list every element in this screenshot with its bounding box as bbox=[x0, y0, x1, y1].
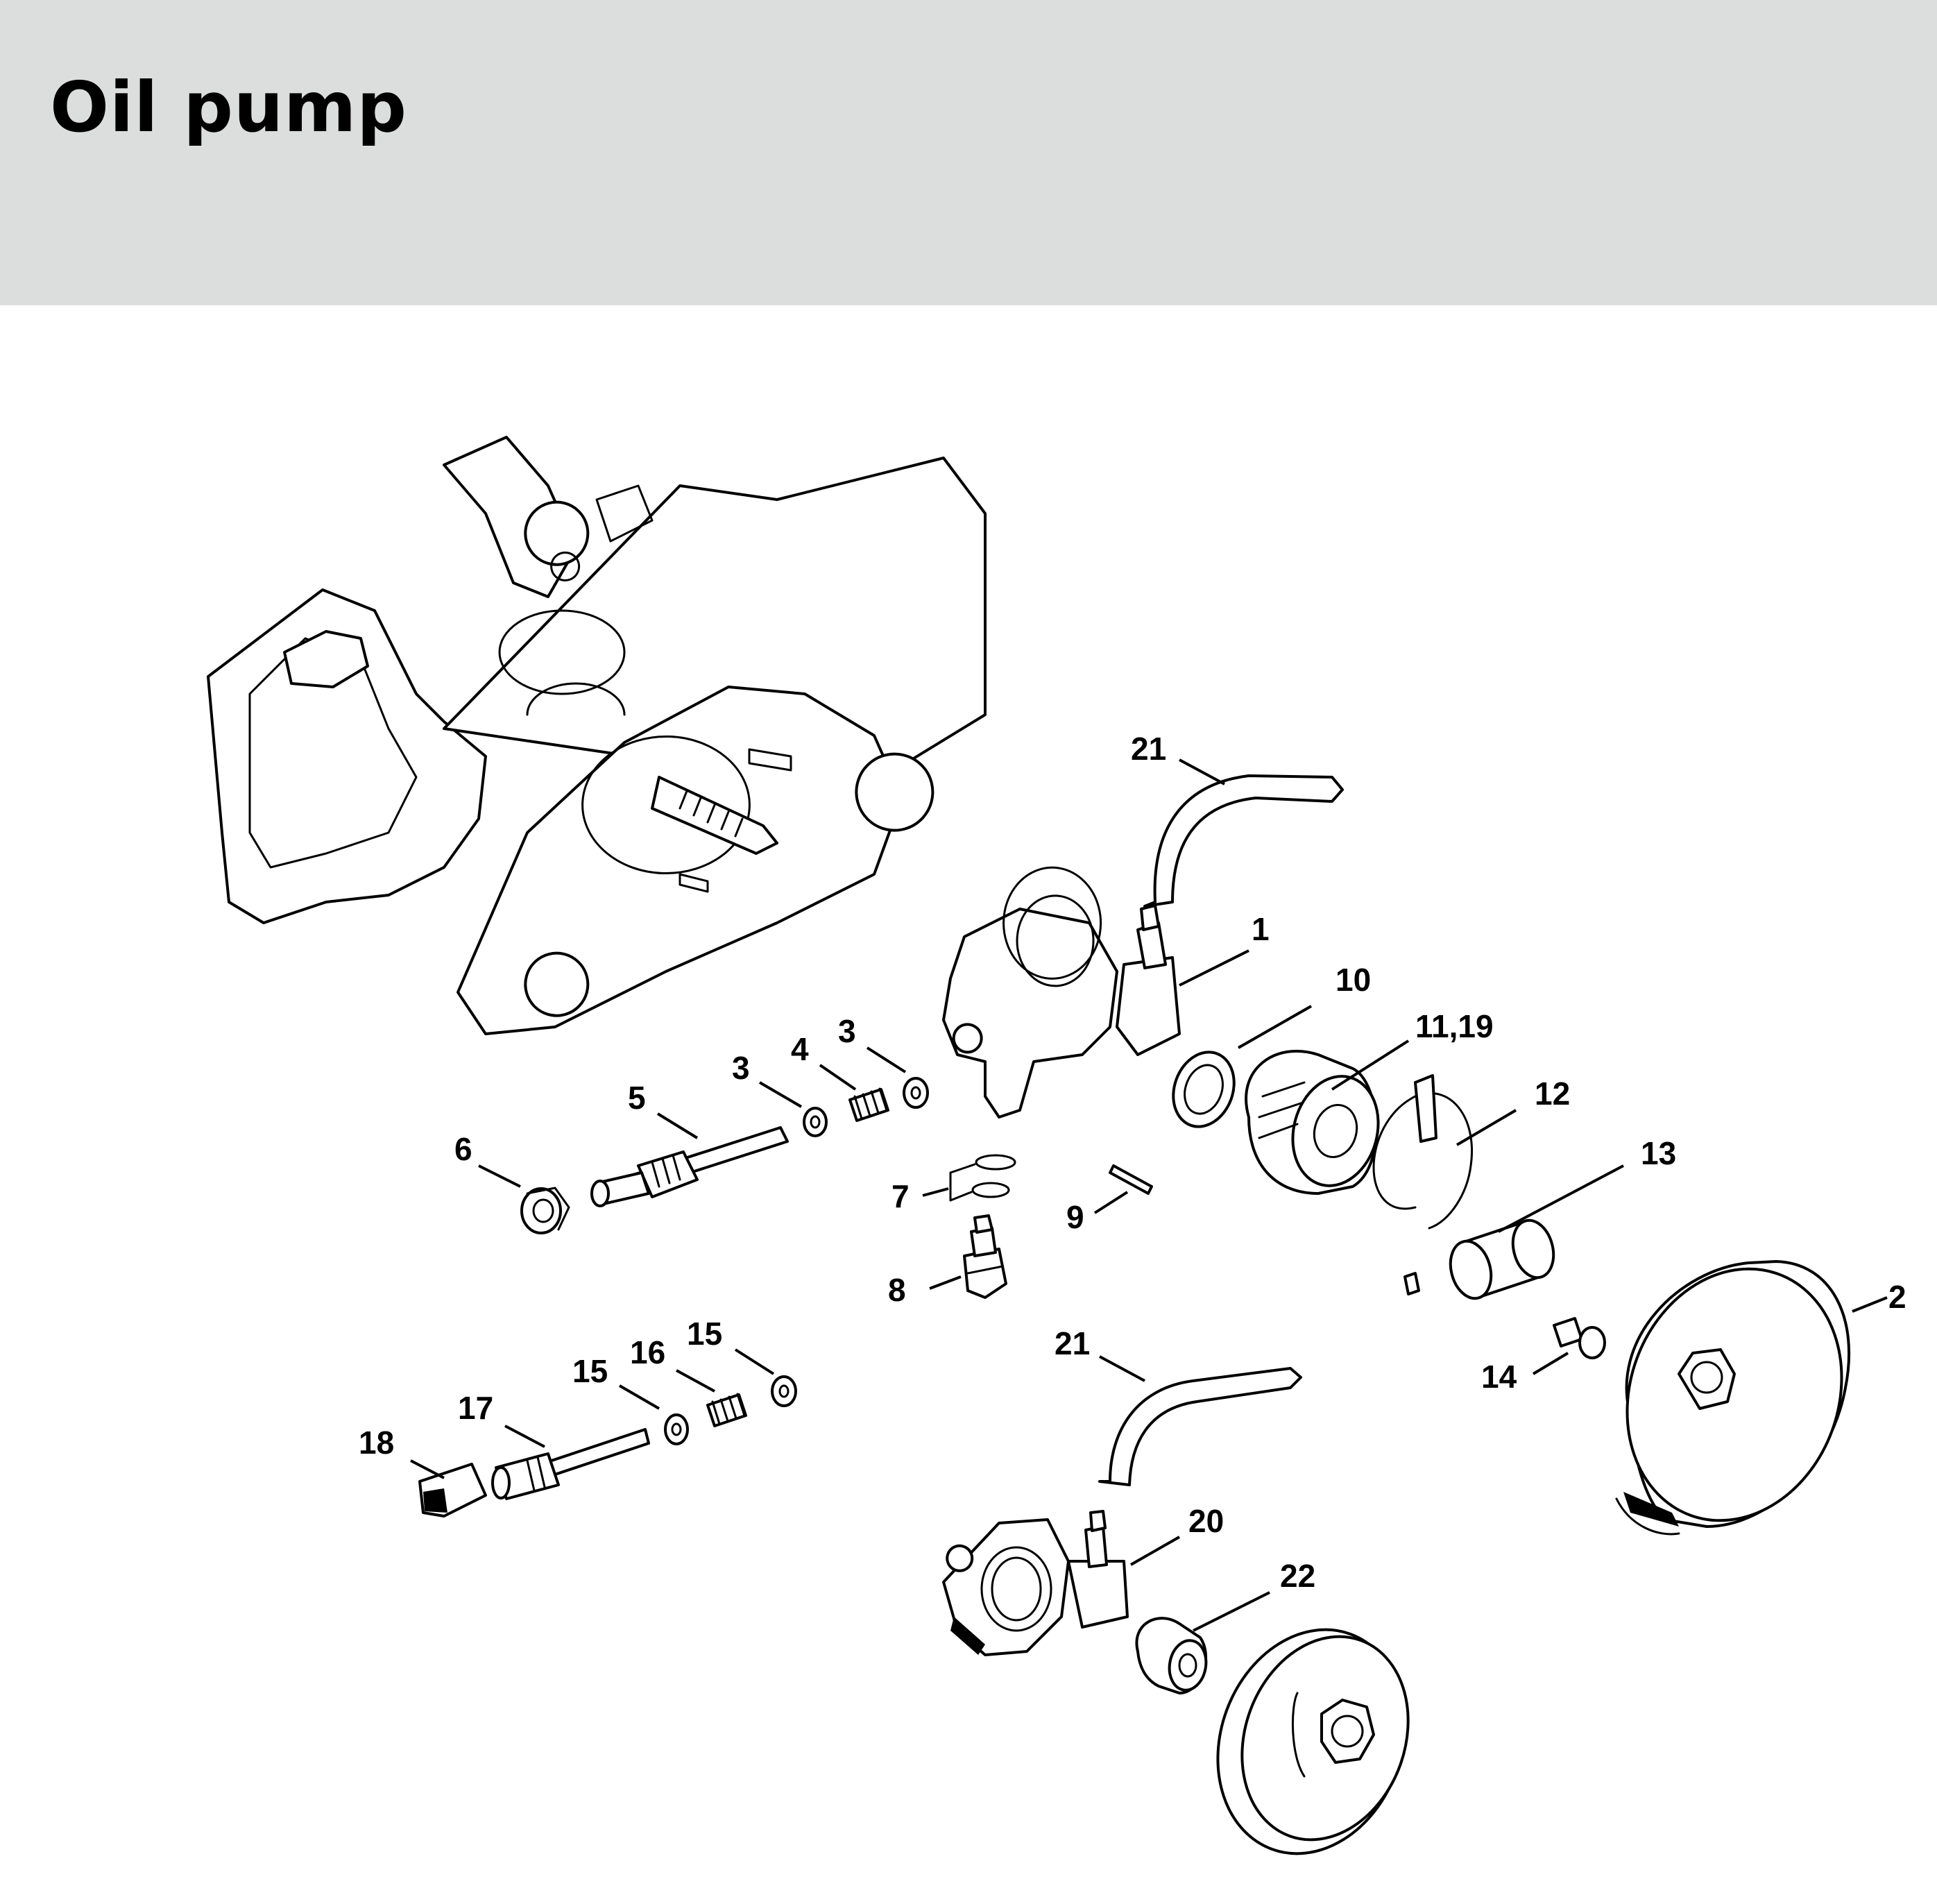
oil-hose-part-21-lower bbox=[1098, 1367, 1302, 1486]
pin-part-9 bbox=[1109, 1164, 1153, 1195]
callout-11-19: 11,19 bbox=[1415, 1008, 1494, 1044]
oil-pump-part-20 bbox=[942, 1510, 1129, 1656]
clutch-drum-lower bbox=[1216, 1628, 1410, 1855]
callout-6: 6 bbox=[454, 1131, 472, 1167]
clutch-drum-part-2 bbox=[1615, 1260, 1851, 1536]
spring-part-4 bbox=[848, 1087, 889, 1122]
callout-22: 22 bbox=[1280, 1558, 1315, 1594]
callout-20: 20 bbox=[1188, 1503, 1224, 1539]
bearing-part-6 bbox=[520, 1187, 570, 1234]
spring-clip-part-12 bbox=[1372, 1074, 1473, 1295]
callout-18: 18 bbox=[359, 1425, 394, 1461]
page-title: Oil pump bbox=[50, 67, 407, 148]
pump-piston-part-17 bbox=[491, 1428, 650, 1500]
spring-part-16 bbox=[706, 1393, 747, 1427]
callout-15-right: 15 bbox=[687, 1316, 722, 1352]
callout-10: 10 bbox=[1336, 962, 1371, 998]
callout-15-left: 15 bbox=[572, 1353, 608, 1389]
callout-17: 17 bbox=[458, 1390, 493, 1426]
callout-13: 13 bbox=[1641, 1135, 1676, 1171]
callout-7: 7 bbox=[891, 1178, 910, 1214]
callout-21-upper: 21 bbox=[1131, 731, 1166, 767]
header-bar: Oil pump bbox=[0, 0, 1937, 305]
callout-9: 9 bbox=[1066, 1199, 1084, 1235]
worm-gear-part-11-19 bbox=[1245, 1049, 1380, 1195]
washer-part-15-left bbox=[664, 1413, 689, 1445]
callout-12: 12 bbox=[1535, 1076, 1570, 1112]
o-rings-part-7 bbox=[949, 1154, 1016, 1202]
callout-8: 8 bbox=[888, 1272, 906, 1308]
callout-21-lower: 21 bbox=[1055, 1325, 1090, 1361]
oil-hose-part-21-upper bbox=[1143, 774, 1344, 908]
pump-piston-part-5 bbox=[590, 1126, 789, 1207]
callout-1: 1 bbox=[1252, 911, 1270, 947]
worm-part-22 bbox=[1135, 1617, 1208, 1694]
callout-3-right: 3 bbox=[838, 1013, 856, 1049]
washer-part-15-right bbox=[771, 1375, 797, 1407]
washer-part-3-right bbox=[903, 1077, 929, 1109]
needle-bushing-part-13 bbox=[1449, 1218, 1555, 1300]
callout-2: 2 bbox=[1888, 1279, 1906, 1315]
callout-labels: 1 2 3 3 4 5 6 7 8 9 10 11,19 12 13 14 15… bbox=[359, 731, 1906, 1594]
crankcase-housing bbox=[207, 436, 987, 1035]
washer-part-10 bbox=[1172, 1051, 1236, 1128]
callout-16: 16 bbox=[630, 1334, 665, 1370]
cap-part-18 bbox=[418, 1463, 487, 1518]
oil-pump-exploded-diagram: 1 2 3 3 4 5 6 7 8 9 10 11,19 12 13 14 15… bbox=[207, 436, 1906, 1855]
oil-pump-part-1 bbox=[942, 866, 1181, 1119]
callout-3-left: 3 bbox=[732, 1050, 750, 1086]
callout-5: 5 bbox=[628, 1080, 646, 1116]
callout-14: 14 bbox=[1481, 1359, 1517, 1395]
washer-part-3-left bbox=[803, 1107, 828, 1137]
callout-4: 4 bbox=[791, 1031, 809, 1067]
screw-part-14 bbox=[1553, 1317, 1606, 1359]
valve-part-8 bbox=[963, 1214, 1007, 1299]
